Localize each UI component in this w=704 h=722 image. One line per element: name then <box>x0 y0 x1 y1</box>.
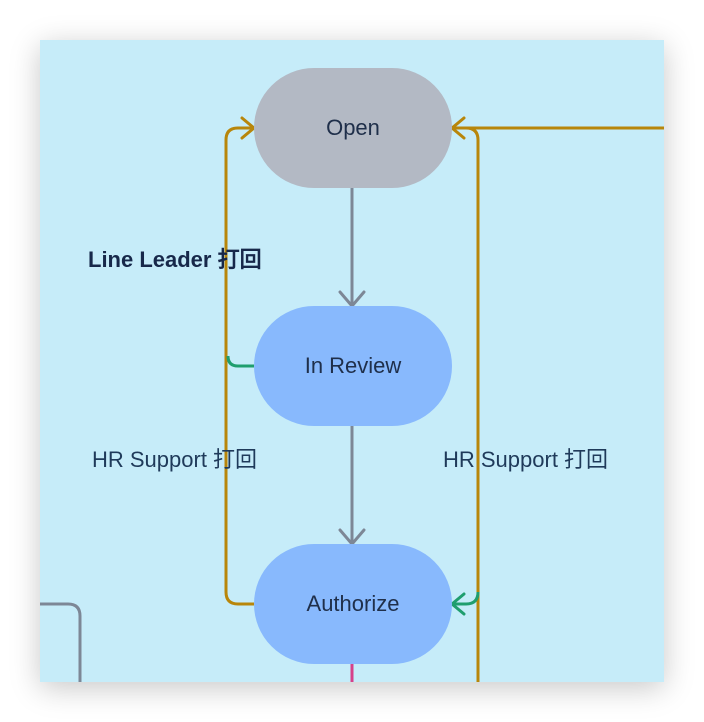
edge-label-line-leader: Line Leader 打回 <box>88 247 262 272</box>
node-open-label: Open <box>326 115 380 140</box>
node-in-review[interactable]: In Review <box>254 306 452 426</box>
edge-label-hr-support-right: HR Support 打回 <box>443 447 609 472</box>
arrowhead-open-right <box>450 116 466 140</box>
edge-bottom-left[interactable] <box>40 602 82 682</box>
edge-right-to-authorize[interactable] <box>454 591 480 606</box>
node-authorize[interactable]: Authorize <box>254 544 452 664</box>
diagram-canvas: Open In Review Authorize Line Leader 打回 … <box>40 40 664 682</box>
node-in-review-label: In Review <box>304 353 402 378</box>
node-open[interactable]: Open <box>254 68 452 188</box>
arrowhead-authorize-right <box>450 592 466 616</box>
node-authorize-label: Authorize <box>306 591 400 616</box>
edge-authorize-to-open-left[interactable] <box>224 126 254 606</box>
edge-review-to-left-loop[interactable] <box>226 355 254 368</box>
connector-layer <box>40 116 664 682</box>
edge-right-vertical[interactable] <box>465 126 480 682</box>
edge-label-hr-support-left: HR Support 打回 <box>92 447 258 472</box>
